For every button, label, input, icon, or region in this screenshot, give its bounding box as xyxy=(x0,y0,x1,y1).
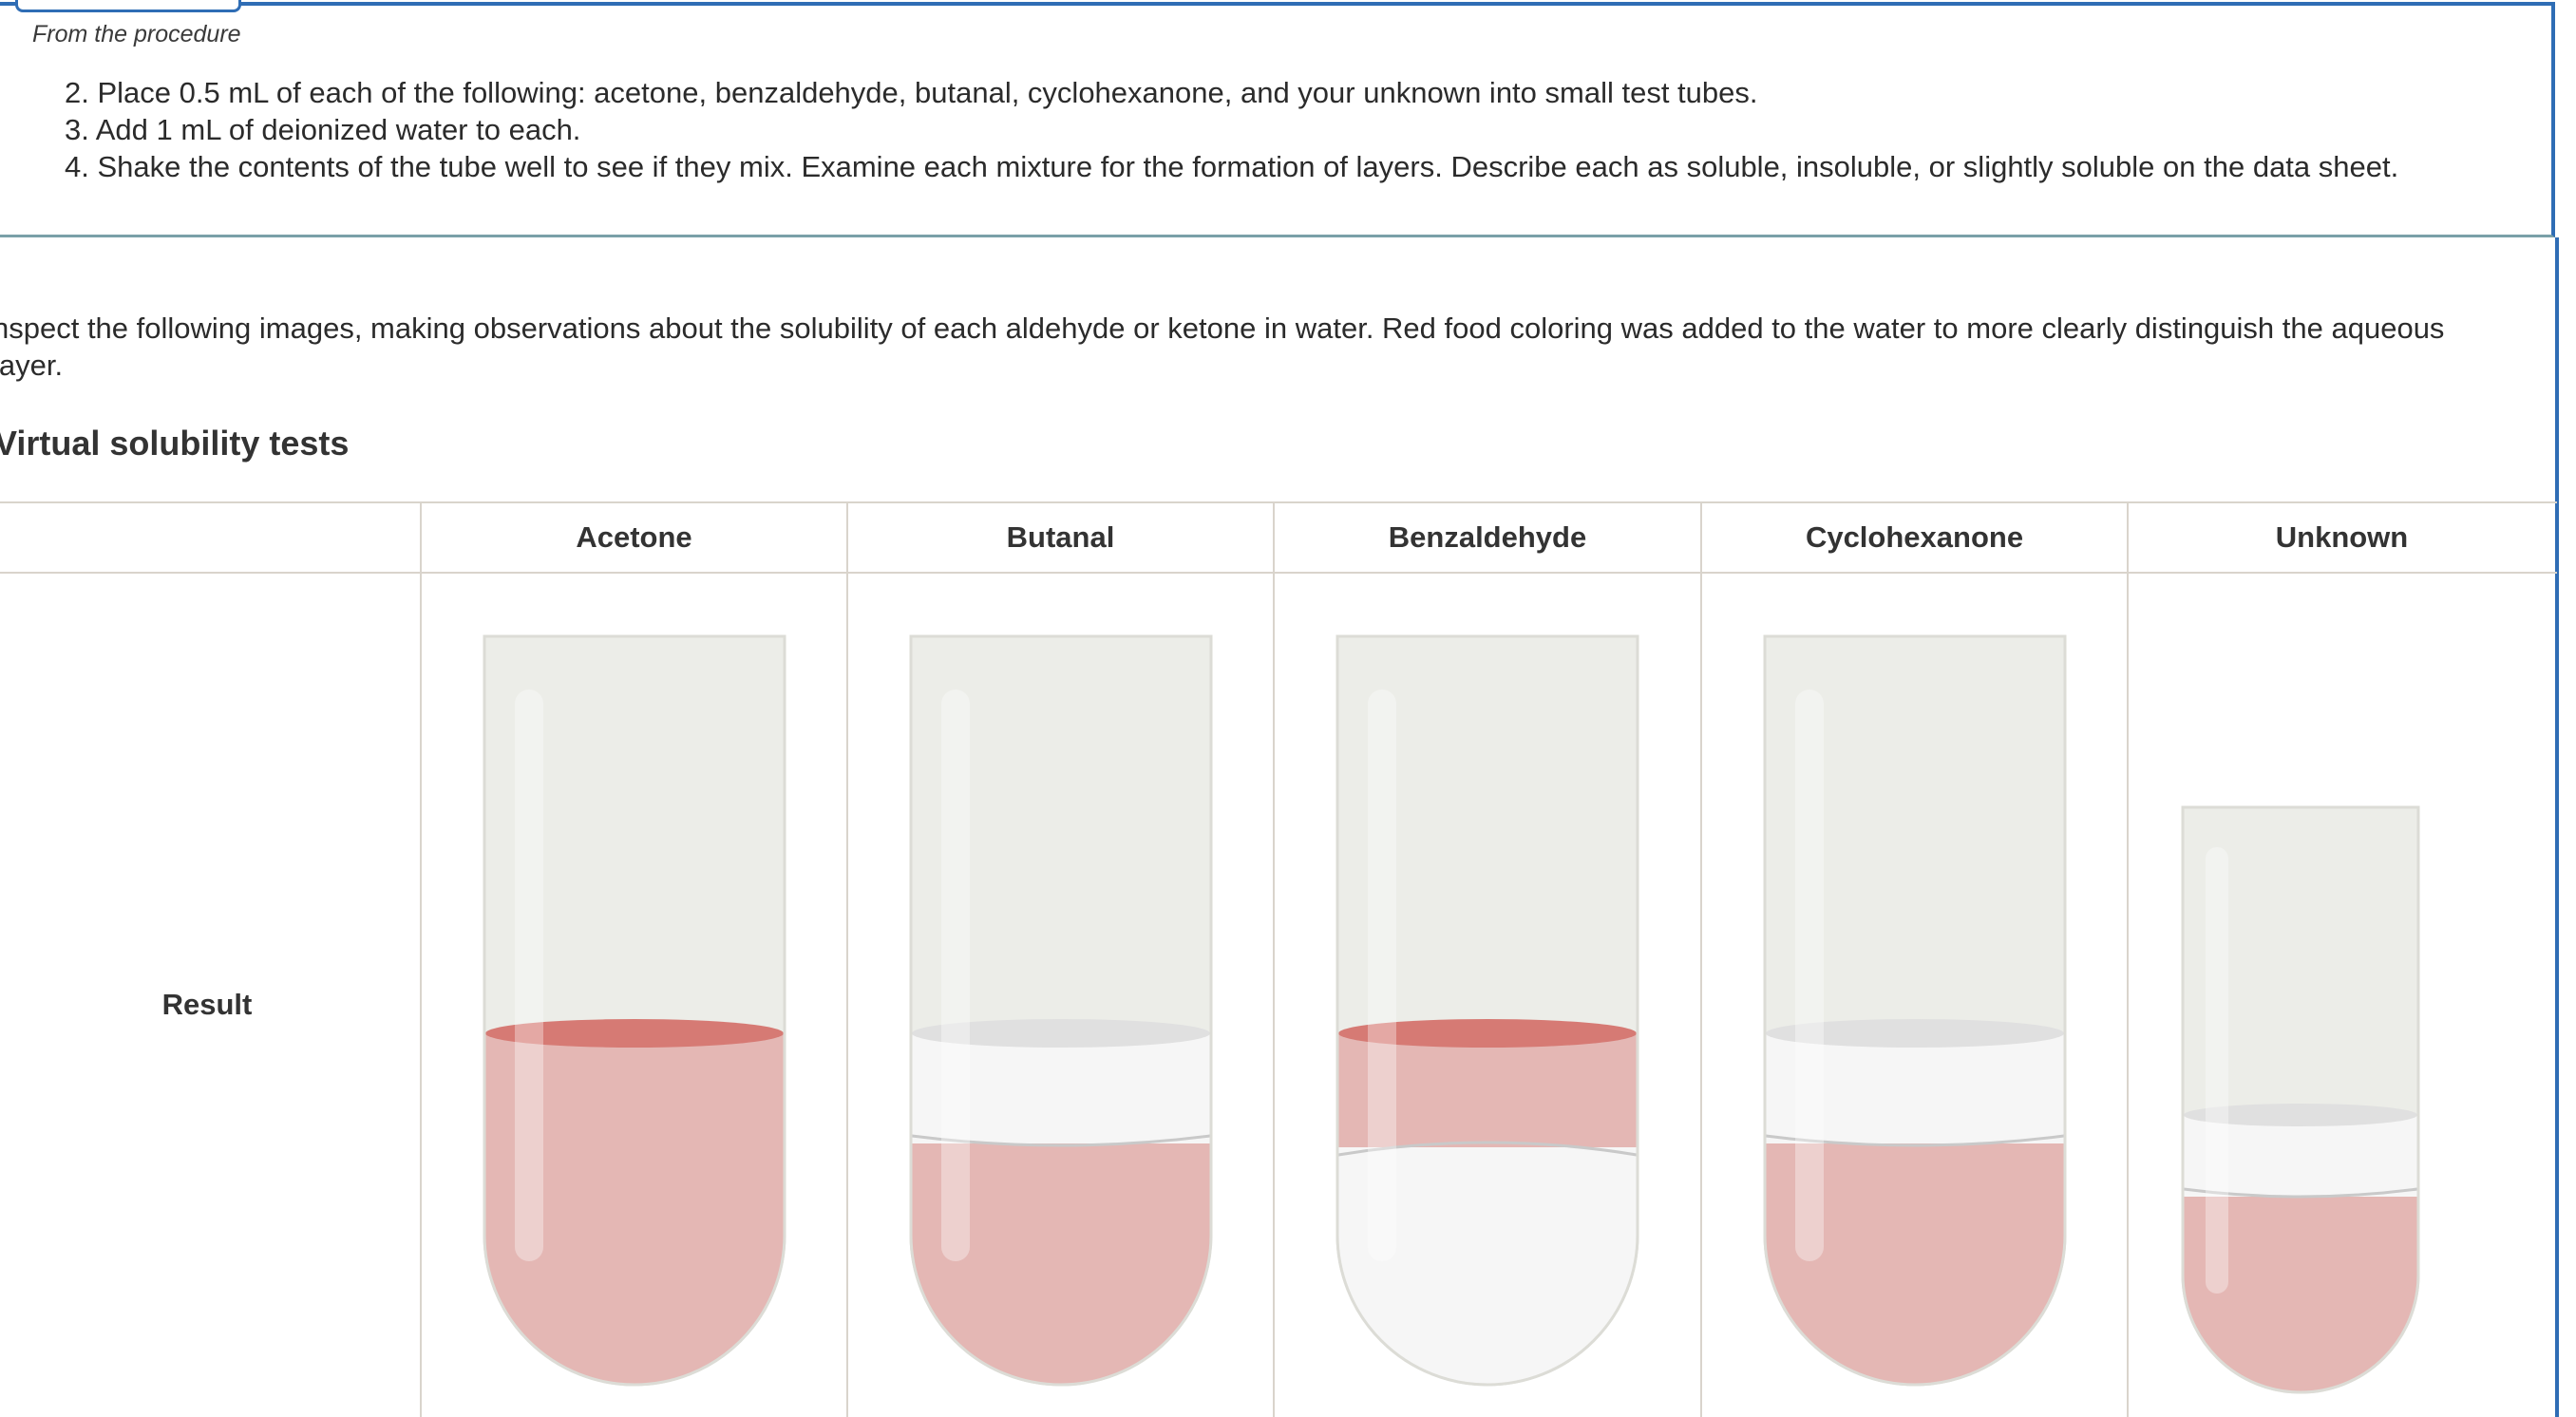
column-header-acetone: Acetone xyxy=(576,520,692,554)
section-title: Virtual solubility tests xyxy=(0,424,350,463)
test-tube-unknown-icon xyxy=(2181,805,2420,1394)
column-header-butanal: Butanal xyxy=(1006,520,1115,554)
callout-tab xyxy=(15,0,241,12)
test-tube-benzaldehyde-icon xyxy=(1335,634,1639,1387)
intro-paragraph: nspect the following images, making obse… xyxy=(0,312,2445,382)
procedure-step: 2. Place 0.5 mL of each of the following… xyxy=(65,76,1758,109)
test-tube-acetone-icon xyxy=(483,634,786,1387)
procedure-label: From the procedure xyxy=(32,21,241,47)
test-tube-butanal-icon xyxy=(909,634,1213,1387)
column-header-benzaldehyde: Benzaldehyde xyxy=(1388,520,1587,554)
procedure-step: 3. Add 1 mL of deionized water to each. xyxy=(65,113,581,146)
column-header-cyclohexanone: Cyclohexanone xyxy=(1805,520,2024,554)
column-header-unknown: Unknown xyxy=(2275,520,2409,554)
test-tube-cyclohexanone-icon xyxy=(1763,634,2067,1387)
table-top-border xyxy=(0,501,2557,503)
column-divider xyxy=(420,501,422,1417)
column-divider xyxy=(1700,501,1702,1417)
column-divider xyxy=(1273,501,1275,1417)
row-label-result: Result xyxy=(161,988,253,1021)
column-divider xyxy=(846,501,848,1417)
procedure-steps: 2. Place 0.5 mL of each of the following… xyxy=(65,74,2398,185)
content-border xyxy=(2555,237,2559,1417)
procedure-callout: From the procedure 2. Place 0.5 mL of ea… xyxy=(0,0,2555,237)
column-divider xyxy=(2127,501,2129,1417)
table-header-divider xyxy=(0,572,2557,574)
procedure-step: 4. Shake the contents of the tube well t… xyxy=(65,150,2399,183)
